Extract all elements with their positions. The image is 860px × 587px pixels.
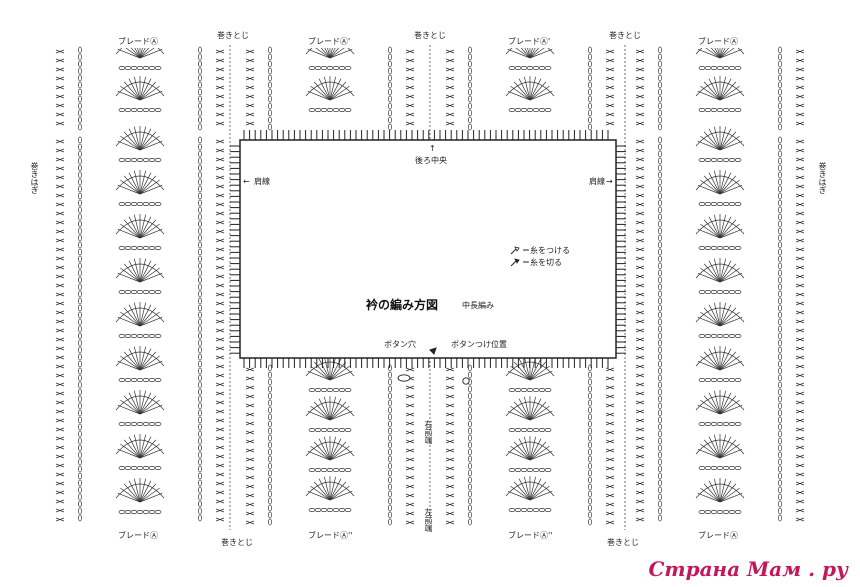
yarn-attach-icon [510, 245, 520, 254]
yarn-cut-marker [429, 347, 437, 355]
whip-join-label-bottom-2: 巻きとじ [607, 538, 639, 547]
diagram-subtitle: 中長編み [462, 301, 494, 310]
whip-join-label-top-3: 巻きとじ [609, 31, 641, 40]
legend-attach-text: ＝糸をつける [522, 245, 570, 255]
braid-label-bottom-3: ブレードⒶ'' [508, 531, 553, 540]
legend-cut-text: ＝糸を切る [522, 257, 562, 267]
whip-join-label-top-2: 巻きとじ [414, 31, 446, 40]
back-center-arrow: ↑ [429, 144, 436, 153]
yarn-cut-icon [510, 257, 520, 266]
button-position-label: ボタンつけ位置 [451, 340, 507, 349]
button-mark [462, 377, 470, 385]
buttonhole-mark [397, 374, 411, 382]
legend: ＝糸をつける ＝糸を切る [510, 244, 570, 268]
braid-label-bottom-4: ブレードⒶ [698, 531, 738, 540]
left-front-edge-label: 左前端 [424, 508, 433, 532]
whip-seam-label-right: 巻きはぎ [818, 162, 827, 194]
braid-label-top-2: ブレードⒶ' [308, 37, 351, 46]
shoulder-line-arrow-left: ← [243, 177, 250, 186]
braid-label-top-4: ブレードⒶ [698, 37, 738, 46]
shoulder-line-arrow-right: → [606, 177, 613, 186]
back-center-label: 後ろ中央 [415, 156, 447, 165]
diagram-title: 衿の編み方図 [366, 298, 439, 312]
buttonhole-label: ボタン穴 [384, 340, 416, 349]
braid-label-top-1: ブレードⒶ [118, 37, 158, 46]
whip-join-label-top-1: 巻きとじ [217, 31, 249, 40]
whip-join-label-bottom-1: 巻きとじ [221, 538, 253, 547]
braid-label-top-3: ブレードⒶ' [508, 37, 551, 46]
right-front-edge-label: 右前端 [424, 420, 433, 444]
braid-label-bottom-1: ブレードⒶ [118, 531, 158, 540]
shoulder-line-label-left: 肩線 [254, 177, 270, 186]
watermark: Страна Мам . ру [648, 557, 848, 581]
collar-area [239, 139, 617, 359]
braid-label-bottom-2: ブレードⒶ'' [308, 531, 353, 540]
whip-seam-label-left: 巻きはぎ [30, 162, 39, 194]
legend-row-attach: ＝糸をつける [510, 244, 570, 256]
shoulder-line-label-right: 肩線 [589, 177, 605, 186]
legend-row-cut: ＝糸を切る [510, 256, 570, 268]
